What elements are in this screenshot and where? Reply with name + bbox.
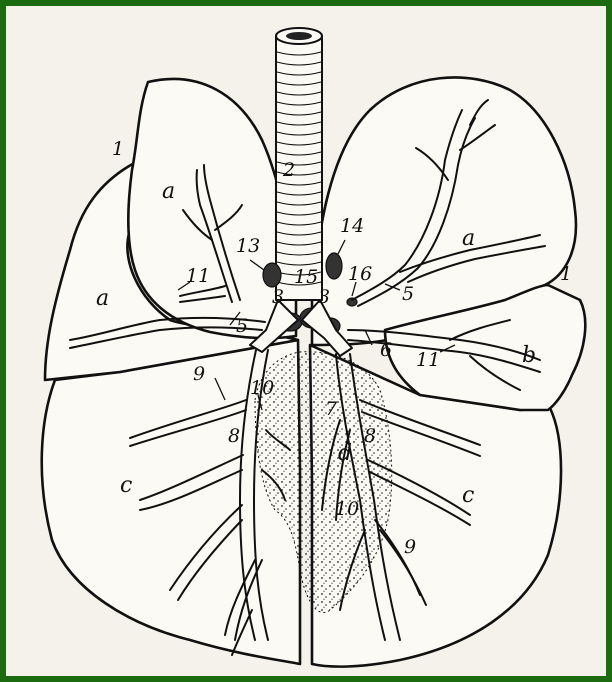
label-a-upper-left: a: [162, 179, 175, 204]
lymph-node-14: [326, 253, 342, 279]
label-7: 7: [325, 398, 338, 420]
lymph-node-13: [263, 263, 281, 287]
label-14: 14: [340, 215, 364, 237]
label-16: 16: [348, 263, 372, 285]
label-15: 15: [294, 266, 318, 288]
label-2: 2: [282, 159, 295, 181]
label-13: 13: [236, 235, 260, 257]
label-9-left: 9: [193, 363, 205, 385]
label-c-left: c: [120, 473, 132, 498]
label-1-left: 1: [112, 138, 124, 160]
label-11-left: 11: [186, 265, 210, 287]
label-3-right: 3: [318, 286, 330, 308]
label-9-right: 9: [404, 536, 416, 558]
label-1-right: 1: [560, 263, 572, 285]
label-11-right: 11: [416, 349, 440, 371]
label-a-outer-left: a: [96, 286, 109, 311]
label-d: d: [338, 441, 352, 466]
label-8-right: 8: [364, 425, 376, 447]
diagram-frame: 1 1 2 3 3 5 5 6 7 8 8 9 9 10 10 11 11 13…: [6, 6, 606, 676]
label-c-right: c: [462, 483, 474, 508]
label-3-left: 3: [272, 286, 284, 308]
label-6: 6: [380, 339, 392, 361]
label-8-left: 8: [228, 425, 240, 447]
label-b: b: [522, 343, 536, 368]
label-5-left: 5: [236, 315, 248, 337]
label-a-right: a: [462, 226, 475, 251]
label-10-left: 10: [250, 377, 274, 399]
lung-anatomy-diagram: 1 1 2 3 3 5 5 6 7 8 8 9 9 10 10 11 11 13…: [6, 6, 606, 676]
label-10-right: 10: [335, 498, 359, 520]
label-5-right: 5: [402, 283, 414, 305]
